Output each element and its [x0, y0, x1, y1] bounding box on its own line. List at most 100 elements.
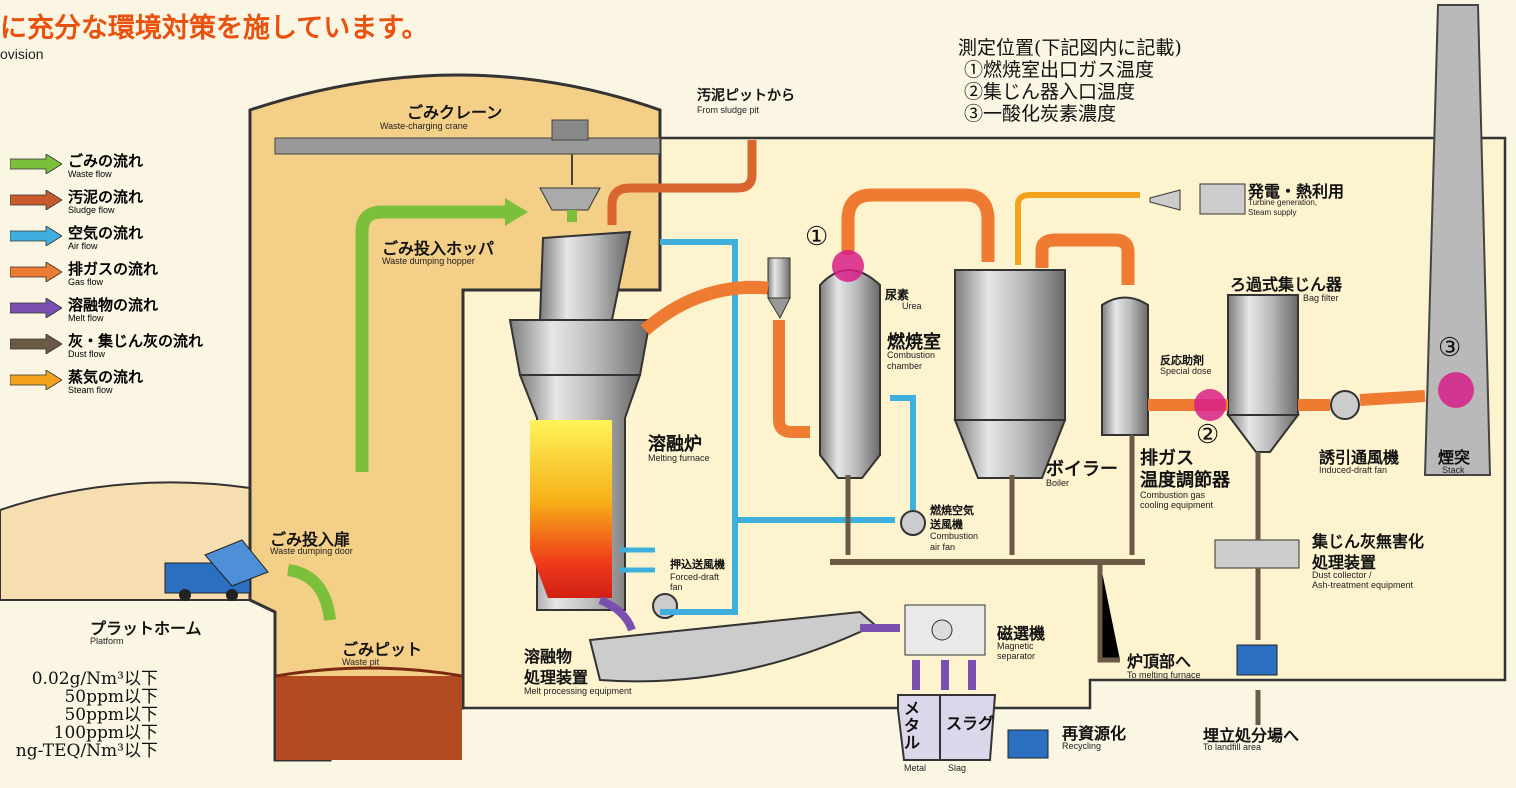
magnetic-separator-label-en1: Magnetic: [997, 641, 1034, 651]
waste-pit-label-en: Waste pit: [342, 657, 380, 667]
crane-label-en: Waste-charging crane: [380, 121, 468, 131]
measurement-note: 測定位置(下記図内に記載) ①燃焼室出口ガス温度 ②集じん器入口温度 ③一酸化炭…: [958, 37, 1182, 125]
page-subtitle: ovision: [0, 46, 44, 62]
sludge-label-en: From sludge pit: [697, 105, 760, 115]
urea-label: 尿素: [885, 288, 910, 302]
legend-arrow-icon: [10, 190, 62, 210]
waste-pit-label: ごみピット: [342, 640, 423, 659]
limit-3: 50ppm以下: [64, 705, 158, 725]
legend-arrow-icon: [10, 334, 62, 354]
legend-label: 空気の流れ: [68, 224, 144, 242]
boiler-label: ボイラー: [1046, 459, 1118, 480]
legend-arrow-icon: [10, 298, 62, 318]
limit-2: 50ppm以下: [64, 687, 158, 707]
legend-label: 溶融物の流れ: [68, 296, 159, 314]
melt-processing-label-2: 処理装置: [524, 668, 589, 687]
turbine-label-en2: Steam supply: [1248, 208, 1297, 217]
dust-collector-label-2: 処理装置: [1312, 553, 1377, 572]
limit-1: 0.02g/Nm³以下: [31, 669, 158, 689]
combustion-chamber-label-en2: chamber: [887, 361, 923, 371]
legend-label: 汚泥の流れ: [68, 188, 144, 206]
induced-fan-label-en: Induced-draft fan: [1319, 465, 1388, 475]
forced-fan-label: 押込送風機: [670, 558, 725, 571]
platform-label-en: Platform: [90, 636, 124, 646]
slag-bin-label-en: Slag: [948, 763, 967, 773]
legend-label-en: Steam flow: [68, 385, 113, 395]
hopper-label: ごみ投入ホッパ: [382, 239, 495, 258]
legend-arrow-icon: [10, 370, 62, 390]
legend-label: 蒸気の流れ: [68, 368, 144, 386]
metal-bin-label-en: Metal: [904, 763, 927, 773]
limit-5: ng-TEQ/Nm³以下: [15, 741, 158, 761]
cooling-equipment-label-en2: cooling equipment: [1140, 500, 1214, 510]
page-title: に充分な環境対策を施しています。: [0, 13, 429, 44]
legend-label-en: Melt flow: [68, 313, 104, 323]
to-melting-furnace-label: 炉頂部へ: [1127, 652, 1192, 671]
combustion-fan-label-en2: air fan: [930, 542, 956, 552]
turbine-label-en1: Turbine generation,: [1248, 198, 1318, 207]
combustion-fan-label-2: 送風機: [930, 518, 963, 531]
sludge-label: 汚泥ピットから: [697, 88, 795, 104]
cooling-equipment-label-en1: Combustion gas: [1140, 490, 1206, 500]
marker-1: ①: [805, 222, 829, 252]
hopper-label-en: Waste dumping hopper: [382, 256, 475, 266]
metal-bin-label: メタル: [904, 699, 921, 752]
legend-arrow-icon: [10, 262, 62, 282]
crane-label: ごみクレーン: [407, 103, 503, 122]
to-melting-furnace-label-en: To melting furnace: [1127, 670, 1201, 680]
special-dose-label: 反応助剤: [1160, 354, 1204, 367]
measurement-heading: 測定位置(下記図内に記載): [958, 37, 1182, 59]
slag-bin-label: スラグ: [946, 714, 995, 733]
melt-processing-label-en: Melt processing equipment: [524, 686, 632, 696]
legend-label: 灰・集じん灰の流れ: [68, 332, 204, 350]
cooling-equipment-label-1: 排ガス: [1140, 448, 1194, 469]
combustion-chamber-label-en1: Combustion: [887, 350, 936, 360]
forced-fan-label-en2: fan: [670, 582, 683, 592]
turbine-label: 発電・熱利用: [1248, 182, 1345, 201]
legend-arrow-icon: [10, 226, 62, 246]
cooling-equipment-label-2: 温度調節器: [1140, 470, 1230, 491]
special-dose-label-en: Special dose: [1160, 366, 1212, 376]
magnetic-separator-label-en2: separator: [997, 651, 1036, 661]
dumping-door-label-en: Waste dumping door: [270, 546, 353, 556]
stack-label: 煙突: [1438, 448, 1471, 467]
landfill-label: 埋立処分場へ: [1203, 726, 1300, 745]
combustion-fan-label-en1: Combustion: [930, 531, 979, 541]
boiler-label-en: Boiler: [1046, 478, 1070, 488]
dust-collector-label-1: 集じん灰無害化: [1312, 532, 1425, 551]
marker-3: ③: [1438, 333, 1462, 363]
dust-collector-label-en1: Dust collector /: [1312, 570, 1372, 580]
platform-label: プラットホーム: [90, 619, 202, 638]
melting-furnace-label-en: Melting furnace: [648, 453, 710, 463]
legend-label-en: Gas flow: [68, 277, 104, 287]
legend-label-en: Dust flow: [68, 349, 106, 359]
emission-limits: 0.02g/Nm³以下 50ppm以下 50ppm以下 100ppm以下 ng-…: [0, 670, 158, 760]
legend-label: ごみの流れ: [68, 152, 144, 170]
measurement-item-2: ②集じん器入口温度: [964, 81, 1136, 103]
dust-collector-label-en2: Ash-treatment equipment: [1312, 580, 1414, 590]
recycling-label: 再資源化: [1062, 724, 1127, 743]
legend-label-en: Sludge flow: [68, 205, 115, 215]
legend-label: 排ガスの流れ: [68, 260, 159, 278]
legend-label-en: Air flow: [68, 241, 98, 251]
stack-label-en: Stack: [1442, 465, 1465, 475]
measurement-item-1: ①燃焼室出口ガス温度: [964, 59, 1155, 81]
combustion-chamber-label: 燃焼室: [887, 332, 941, 353]
melting-furnace-label: 溶融炉: [648, 434, 702, 455]
legend-arrow-icon: [10, 154, 62, 174]
induced-fan-label: 誘引通風機: [1319, 448, 1400, 467]
landfill-label-en: To landfill area: [1203, 742, 1262, 752]
bag-filter-label-en: Bag filter: [1303, 293, 1339, 303]
limit-4: 100ppm以下: [53, 723, 158, 743]
measurement-item-3: ③一酸化炭素濃度: [964, 103, 1117, 125]
bag-filter-label: ろ過式集じん器: [1230, 275, 1343, 294]
marker-2: ②: [1196, 420, 1220, 450]
recycling-label-en: Recycling: [1062, 741, 1102, 751]
combustion-fan-label-1: 燃焼空気: [930, 504, 974, 517]
legend-label-en: Waste flow: [68, 169, 112, 179]
melt-processing-label-1: 溶融物: [524, 647, 573, 666]
magnetic-separator-label: 磁選機: [997, 624, 1046, 643]
forced-fan-label-en1: Forced-draft: [670, 572, 720, 582]
